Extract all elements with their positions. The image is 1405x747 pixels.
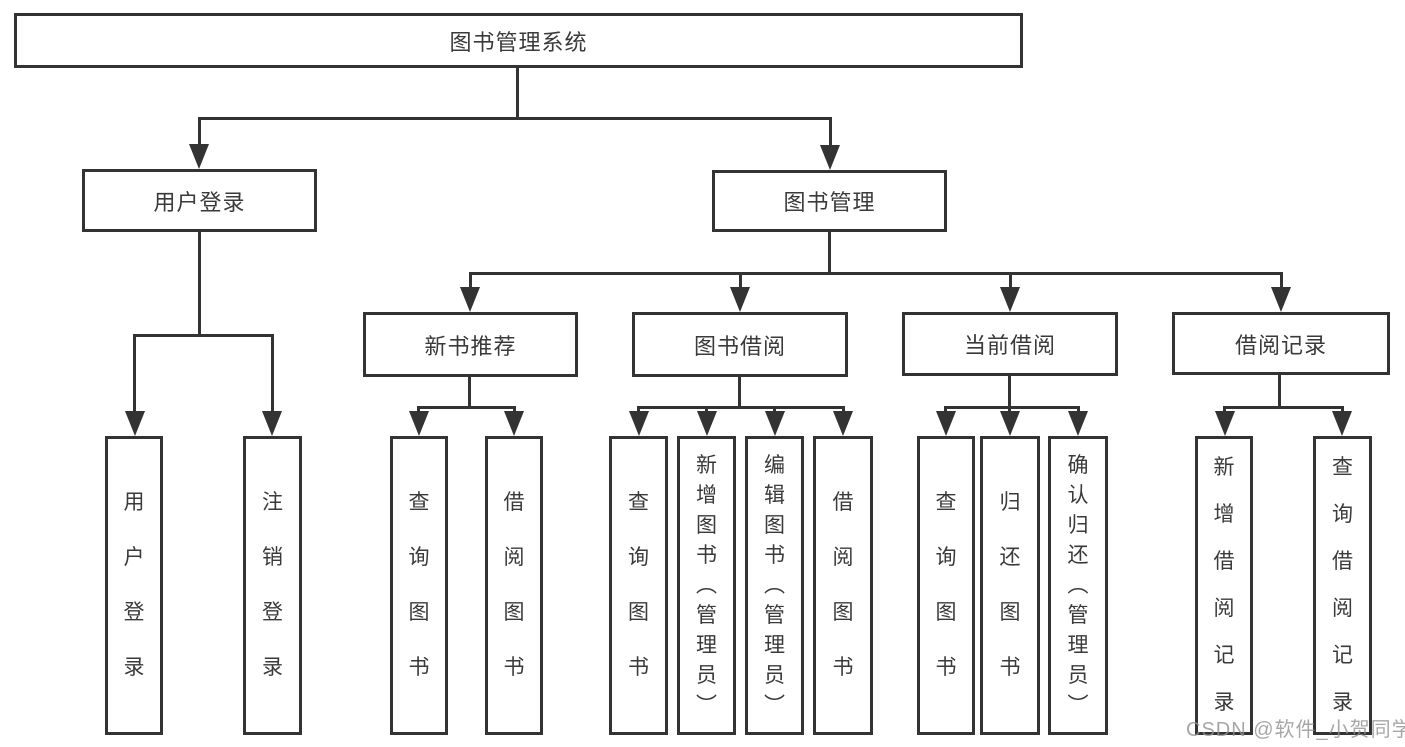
arrow-down-icon	[765, 411, 785, 436]
connector-line	[469, 272, 1283, 275]
leaf-current-query-books: 查询图书	[917, 436, 975, 735]
connector-line	[1009, 272, 1012, 288]
connector-line	[271, 334, 274, 412]
node-new-book-recommend-label: 新书推荐	[424, 333, 517, 359]
node-root: 图书管理系统	[14, 13, 1023, 68]
arrow-down-icon	[460, 287, 480, 312]
arrow-down-icon	[125, 411, 145, 436]
connector-line	[829, 117, 832, 146]
connector-line	[828, 232, 831, 274]
connector-line	[773, 406, 776, 414]
arrow-down-icon	[833, 411, 853, 436]
node-borrow-records-label: 借阅记录	[1234, 332, 1327, 358]
connector-line	[417, 406, 516, 409]
node-book-management-label: 图书管理	[783, 190, 876, 215]
node-current-borrow-label: 当前借阅	[963, 333, 1056, 358]
arrow-down-icon	[1000, 287, 1020, 312]
connector-line	[469, 272, 472, 288]
arrow-down-icon	[262, 411, 282, 436]
connector-line	[1223, 406, 1226, 414]
arrow-down-icon	[1068, 411, 1088, 436]
connector-line	[1008, 376, 1011, 408]
arrow-down-icon	[730, 287, 750, 312]
connector-line	[468, 377, 471, 408]
node-book-borrow: 图书借阅	[632, 312, 848, 377]
leaf-borrow-query-books: 查询图书	[609, 436, 668, 735]
leaf-borrow-borrow-books: 借阅图书	[813, 436, 873, 735]
watermark: CSDN @软件_小贺同学	[1186, 719, 1405, 741]
connector-line	[842, 406, 845, 414]
connector-line	[198, 232, 201, 335]
connector-line	[198, 117, 201, 146]
leaf-current-return-books: 归还图书	[980, 436, 1040, 735]
connector-line	[1223, 406, 1344, 409]
leaf-user-login: 用户登录	[105, 436, 163, 735]
connector-line	[1077, 406, 1080, 414]
connector-line	[739, 272, 742, 288]
connector-line	[1008, 406, 1011, 414]
arrow-down-icon	[409, 411, 429, 436]
connector-line	[198, 117, 832, 120]
arrow-down-icon	[820, 145, 840, 170]
leaf-newbook-query-books: 查询图书	[390, 436, 448, 735]
arrow-down-icon	[1332, 411, 1352, 436]
node-user-login: 用户登录	[82, 169, 317, 232]
connector-line	[1278, 375, 1281, 408]
node-new-book-recommend: 新书推荐	[363, 312, 578, 377]
arrow-down-icon	[936, 411, 956, 436]
connector-line	[516, 68, 519, 118]
connector-line	[513, 406, 516, 414]
node-borrow-records: 借阅记录	[1172, 312, 1390, 375]
connector-line	[133, 334, 136, 412]
arrow-down-icon	[1215, 411, 1235, 436]
connector-line	[944, 406, 1080, 409]
node-user-login-label: 用户登录	[153, 189, 246, 215]
connector-line	[1341, 406, 1344, 414]
node-current-borrow: 当前借阅	[902, 312, 1118, 376]
connector-line	[944, 406, 947, 414]
connector-line	[637, 406, 640, 414]
leaf-record-add-borrow-record: 新增借阅记录	[1195, 436, 1253, 735]
arrow-down-icon	[1271, 287, 1291, 312]
arrow-down-icon	[504, 411, 524, 436]
arrow-down-icon	[1000, 411, 1020, 436]
connector-line	[133, 334, 274, 337]
connector-line	[738, 377, 741, 408]
connector-line	[705, 406, 708, 414]
connector-line	[1280, 272, 1283, 288]
leaf-newbook-borrow-books: 借阅图书	[485, 436, 543, 735]
leaf-current-confirm-return-admin: 确认归还︵管理员︶	[1048, 436, 1108, 735]
leaf-borrow-edit-books-admin: 编辑图书︵管理员︶	[745, 436, 804, 735]
leaf-record-query-borrow-record: 查询借阅记录	[1313, 436, 1372, 735]
connector-line	[637, 406, 845, 409]
node-book-management: 图书管理	[712, 170, 947, 232]
node-book-borrow-label: 图书借阅	[693, 333, 786, 359]
arrow-down-icon	[189, 144, 209, 169]
leaf-borrow-add-books-admin: 新增图书︵管理员︶	[677, 436, 736, 735]
node-root-label: 图书管理系统	[449, 29, 588, 55]
arrow-down-icon	[697, 411, 717, 436]
leaf-logout-login: 注销登录	[243, 436, 302, 735]
arrow-down-icon	[629, 411, 649, 436]
connector-line	[417, 406, 420, 414]
